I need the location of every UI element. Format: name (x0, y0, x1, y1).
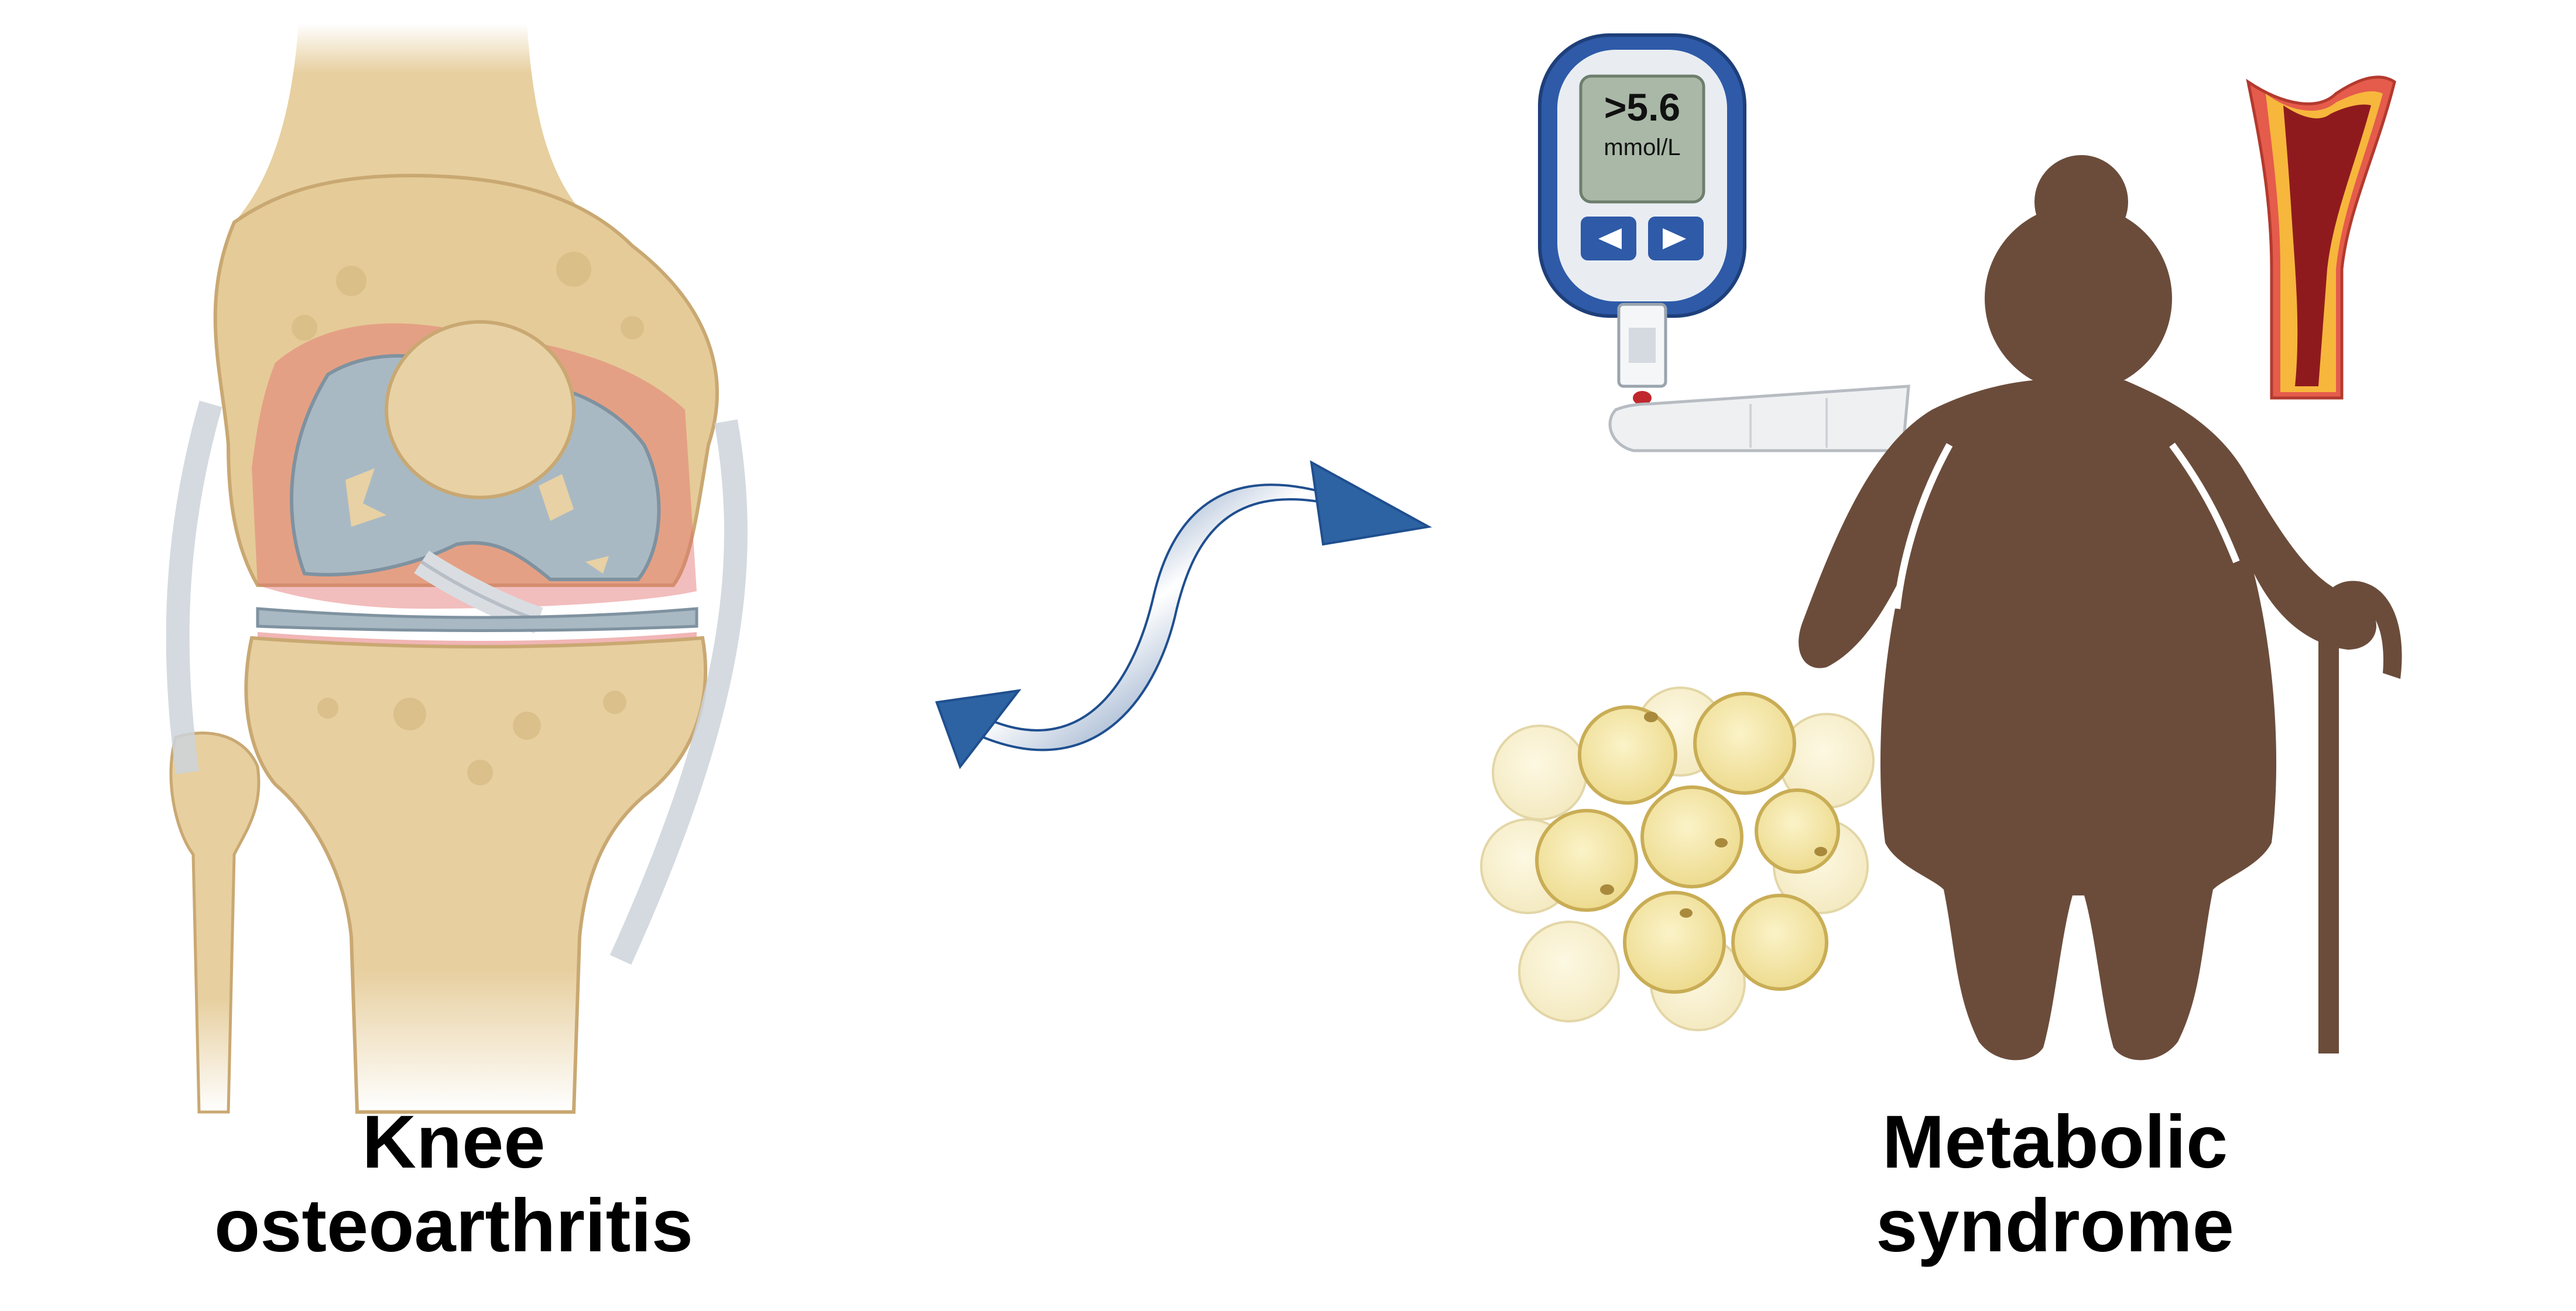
knee-label-line2: osteoarthritis (214, 1184, 693, 1268)
adipocytes-icon (1480, 687, 1875, 1031)
meter-value: >5.6 (1604, 85, 1681, 129)
knee-osteoarthritis-label: Knee osteoarthritis (117, 1100, 790, 1268)
metabolic-syndrome-label: Metabolic syndrome (1733, 1100, 2377, 1268)
finger-icon (1608, 385, 1910, 452)
obese-elderly-woman-icon (1799, 155, 2402, 1061)
metabolic-label-line1: Metabolic (1882, 1100, 2228, 1184)
glucose-meter-icon (1538, 33, 1746, 405)
meter-unit: mmol/L (1604, 135, 1681, 160)
knee-joint-icon (166, 23, 748, 1114)
bidirectional-arrow-icon (935, 460, 1433, 770)
meter-reading: >5.6 mmol/L (1581, 88, 1704, 161)
knee-label-line1: Knee (362, 1100, 546, 1184)
artery-plaque-icon (2246, 75, 2396, 400)
metabolic-label-line2: syndrome (1876, 1184, 2234, 1268)
